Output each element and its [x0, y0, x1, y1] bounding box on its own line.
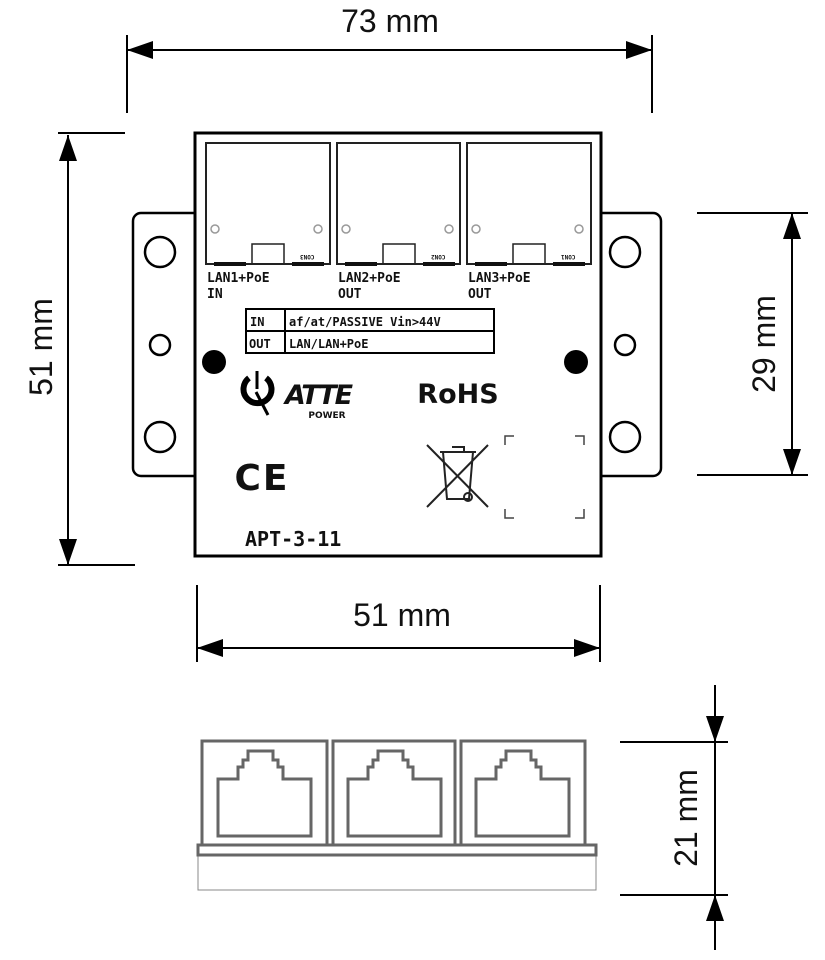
marker-dot [564, 350, 588, 374]
dimension-label: 51 mm [23, 298, 59, 396]
rj45-port-side [331, 739, 457, 847]
side-view [196, 739, 598, 891]
spec-value: LAN/LAN+PoE [289, 337, 368, 351]
spec-key: OUT [249, 337, 271, 351]
spec-table: IN af/at/PASSIVE Vin>44V OUT LAN/LAN+PoE [245, 308, 495, 354]
rj45-port-side [200, 739, 329, 847]
port-1: CON3 [205, 142, 331, 266]
dimension-51mm-height: 51 mm [23, 132, 135, 566]
weee-bin-icon [426, 444, 489, 508]
marker-dot [202, 350, 226, 374]
dimension-label: 21 mm [668, 769, 704, 867]
spec-key: IN [250, 315, 264, 329]
rohs-mark: RoHS [417, 379, 498, 410]
port-direction: OUT [338, 287, 362, 302]
rj45-port-side [459, 739, 587, 847]
atte-logo: ATTE POWER [240, 371, 356, 421]
port-label: LAN1+PoE [207, 271, 270, 286]
label-area [504, 435, 585, 519]
model-number: APT-3-11 [245, 527, 341, 551]
port-2: CON2 [336, 142, 461, 266]
dimension-51mm-width: 51 mm [196, 585, 601, 662]
port-direction: IN [207, 287, 223, 302]
connector-label: CON3 [300, 253, 315, 260]
dimension-label: 73 mm [341, 3, 439, 39]
dimension-21mm: 21 mm [620, 685, 728, 950]
ce-mark-icon: CE [234, 458, 289, 499]
port-label: LAN3+PoE [468, 271, 531, 286]
dimension-label: 51 mm [353, 597, 451, 633]
spec-value: af/at/PASSIVE Vin>44V [289, 315, 441, 329]
logo-brand: ATTE [283, 380, 354, 411]
port-direction: OUT [468, 287, 492, 302]
dimension-29mm: 29 mm [697, 212, 808, 476]
port-3: CON1 [466, 142, 592, 266]
logo-sub: POWER [308, 411, 345, 421]
port-label: LAN2+PoE [338, 271, 401, 286]
connector-label: CON2 [431, 253, 446, 260]
dimension-label: 29 mm [746, 295, 782, 393]
mounting-holes [143, 235, 642, 454]
connector-label: CON1 [561, 253, 576, 260]
dimension-73mm: 73 mm [126, 3, 653, 113]
